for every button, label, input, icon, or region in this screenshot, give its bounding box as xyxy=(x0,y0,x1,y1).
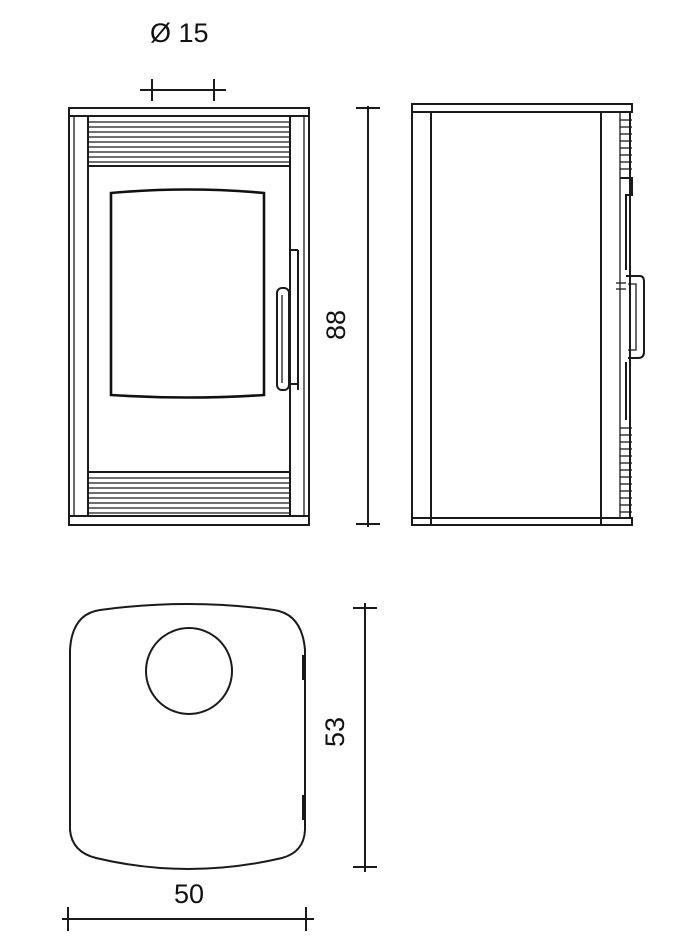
height-dimension xyxy=(356,106,380,527)
width-dimension xyxy=(62,907,314,931)
front-right-pillar xyxy=(289,115,310,517)
front-top-grille xyxy=(88,121,290,163)
depth-label: 53 xyxy=(320,717,350,747)
flue-diameter-label: Ø 15 xyxy=(150,18,209,48)
side-handle xyxy=(616,275,645,359)
height-label: 88 xyxy=(321,310,351,340)
side-upper-louvres xyxy=(620,119,632,170)
side-base xyxy=(411,517,633,526)
front-view: Ø 15 xyxy=(68,18,310,526)
front-bottom-grille xyxy=(88,471,290,514)
side-view xyxy=(411,103,645,526)
top-view-flue-outlet xyxy=(145,627,233,715)
depth-dimension xyxy=(353,603,377,872)
front-top-cap xyxy=(68,107,310,117)
front-left-pillar xyxy=(68,115,89,517)
side-top-cap xyxy=(411,103,633,113)
top-view-outline xyxy=(69,603,306,870)
front-base xyxy=(68,515,310,526)
front-door-handle xyxy=(276,249,299,391)
front-glass-window xyxy=(109,188,266,399)
side-lower-louvres xyxy=(620,427,632,513)
flue-diameter-dimension xyxy=(140,79,226,101)
side-body xyxy=(411,111,631,519)
width-label: 50 xyxy=(174,879,204,909)
top-view xyxy=(69,603,306,870)
front-door-panel xyxy=(87,165,291,473)
